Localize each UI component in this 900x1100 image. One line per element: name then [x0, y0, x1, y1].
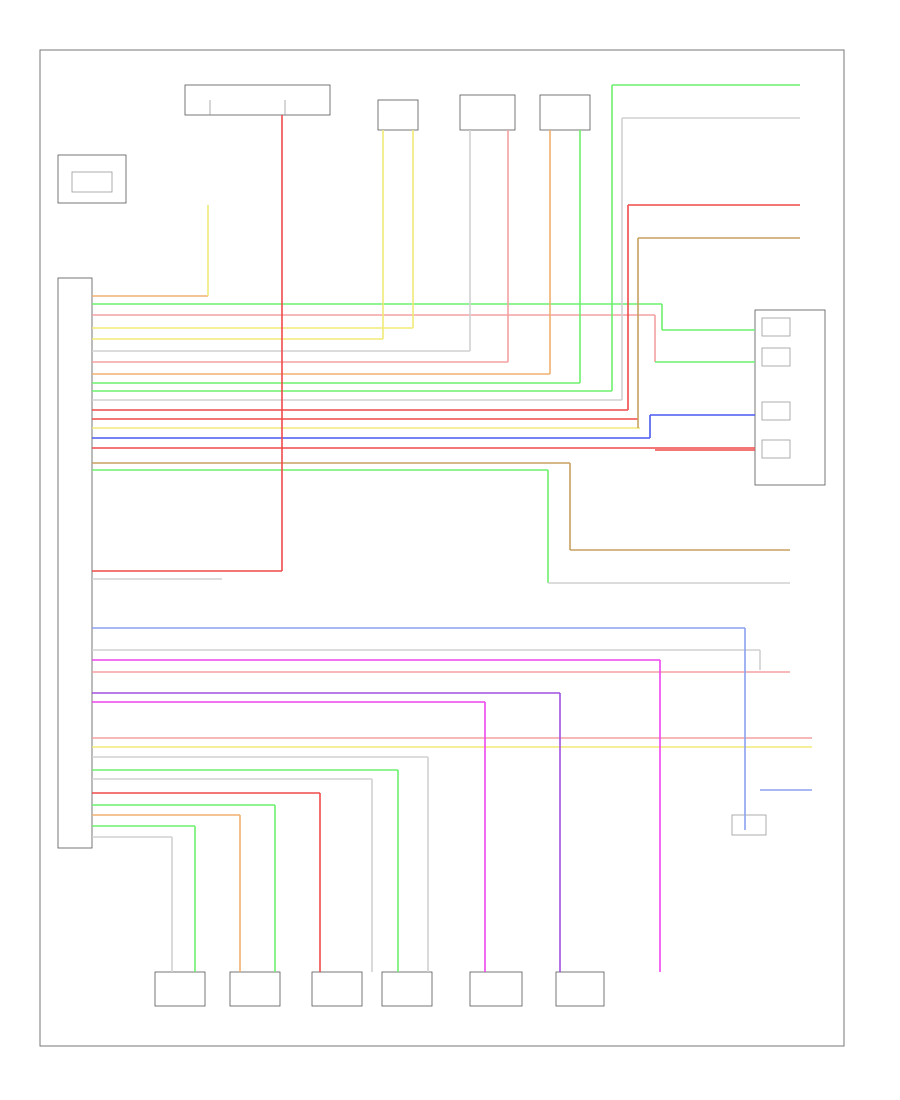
driver-airbag-connector	[459, 94, 516, 131]
passenger-sensor-box	[57, 154, 127, 204]
side-airbag-squib-2	[761, 347, 791, 367]
left-seat-belt-switch	[469, 971, 523, 1007]
airbag-control-module-connector	[57, 277, 93, 849]
passenger-sensor-element	[71, 171, 113, 193]
seat-position-sensor	[555, 971, 605, 1007]
side-airbag-squib-4	[761, 439, 791, 459]
right-side-impact-sensor	[381, 971, 433, 1007]
diagram-frame	[39, 49, 845, 1047]
side-airbag-squib-3	[761, 401, 791, 421]
fuse-block-top	[184, 84, 331, 116]
bottom-right-switch	[731, 814, 767, 836]
passenger-knee-airbag-connector	[539, 94, 591, 131]
left-front-impact-sensor	[154, 971, 206, 1007]
side-airbag-squib-1	[761, 317, 791, 337]
right-front-impact-sensor	[229, 971, 281, 1007]
vertical-wire-layer	[171, 84, 812, 972]
passenger-airbag-connector	[377, 99, 419, 131]
left-side-impact-sensor	[311, 971, 363, 1007]
wire-layer	[92, 295, 812, 838]
